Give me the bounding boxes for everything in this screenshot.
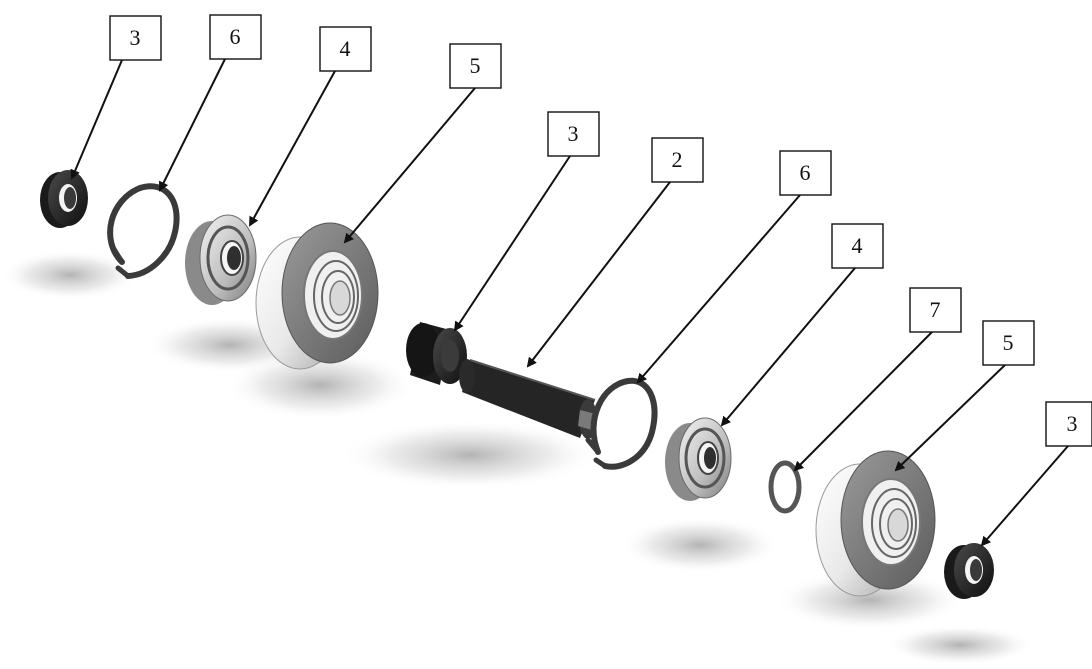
sleeve-part-center <box>406 322 467 385</box>
arrow-l4 <box>343 87 476 244</box>
svg-text:7: 7 <box>930 297 941 322</box>
bearing-part-right <box>665 417 732 501</box>
bushing-part-bottom-right <box>944 543 994 599</box>
arrow-l8 <box>720 267 856 427</box>
retaining-ring-right <box>585 377 658 470</box>
callout-label-l2: 6 <box>209 14 262 60</box>
svg-text:5: 5 <box>1003 330 1014 355</box>
callout-label-l8: 4 <box>831 223 884 269</box>
svg-text:3: 3 <box>568 121 579 146</box>
svg-text:4: 4 <box>340 36 351 61</box>
svg-text:4: 4 <box>852 233 863 258</box>
svg-text:6: 6 <box>800 160 811 185</box>
arrow-l1 <box>70 59 123 180</box>
svg-text:6: 6 <box>230 24 241 49</box>
shadow-layer <box>0 250 1035 665</box>
callout-label-l4: 5 <box>449 43 502 89</box>
callout-label-l7: 6 <box>779 150 832 196</box>
bearing-part-left <box>185 214 257 305</box>
callout-label-l11: 3 <box>1045 401 1092 447</box>
svg-text:3: 3 <box>130 25 141 50</box>
arrow-l6 <box>526 181 671 368</box>
washer-part <box>768 460 802 514</box>
wheel-part-left <box>255 222 379 370</box>
callout-label-l1: 3 <box>109 15 162 61</box>
callout-label-l5: 3 <box>547 111 600 157</box>
wheel-part-right <box>815 450 936 597</box>
callout-label-l3: 4 <box>319 26 372 72</box>
callout-label-l9: 7 <box>909 287 962 333</box>
arrow-l2 <box>159 58 226 192</box>
svg-text:5: 5 <box>470 53 481 78</box>
bushing-part-top-left <box>40 170 88 228</box>
svg-text:3: 3 <box>1067 411 1078 436</box>
retaining-ring-left <box>107 183 180 279</box>
arrow-l9 <box>793 331 933 472</box>
callout-label-l10: 5 <box>982 320 1035 366</box>
leader-arrows <box>70 58 1069 547</box>
arrow-l7 <box>636 194 801 384</box>
arrow-l11 <box>980 445 1069 547</box>
callout-label-l6: 2 <box>651 137 704 183</box>
arrow-l10 <box>894 364 1006 472</box>
arrow-l3 <box>249 70 336 227</box>
arrow-l5 <box>453 155 571 332</box>
svg-text:2: 2 <box>672 147 683 172</box>
